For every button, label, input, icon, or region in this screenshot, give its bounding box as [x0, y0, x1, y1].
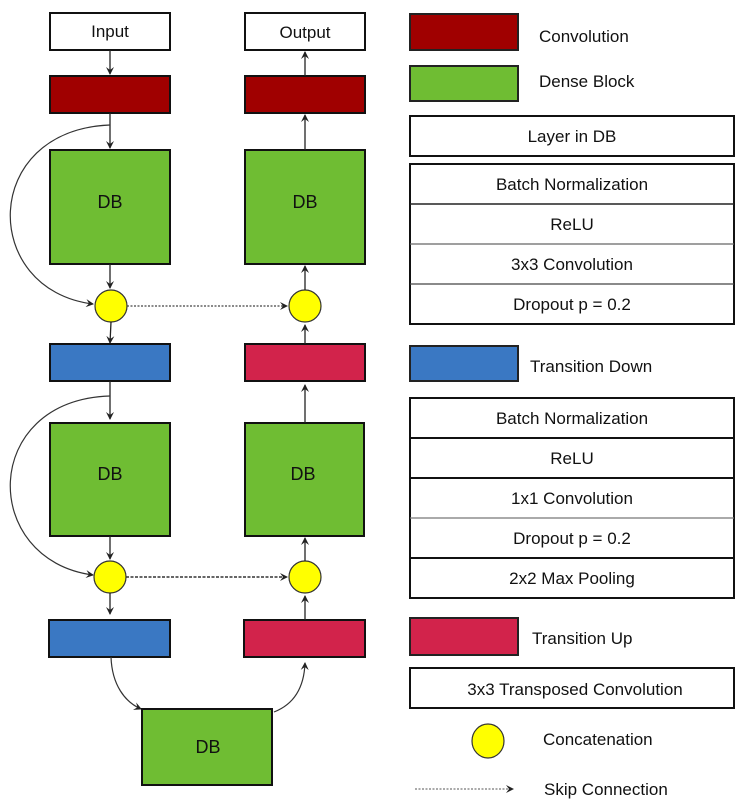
legend-concatenation-icon	[471, 723, 505, 759]
svg-text:DB: DB	[195, 737, 220, 757]
legend-layer-in-db-title-box	[409, 115, 735, 157]
arrow	[106, 321, 115, 344]
transition-down-row: 1x1 Convolution	[511, 489, 633, 508]
layer-row: ReLU	[550, 215, 593, 234]
legend-label-transition-down: Transition Down	[530, 357, 652, 376]
dense-block-bottleneck: DB	[141, 708, 273, 786]
legend-label-transition-up: Transition Up	[532, 629, 632, 648]
svg-text:DB: DB	[97, 192, 122, 212]
legend-label-concatenation: Concatenation	[543, 730, 653, 749]
legend: Convolution Dense Block Layer in DB Batc…	[409, 13, 735, 799]
output-label: Output	[279, 23, 330, 42]
legend-swatch-transition-up	[409, 617, 519, 656]
legend-swatch-transition-down	[409, 345, 519, 382]
legend-layer-in-db-title: Layer in DB	[528, 127, 617, 146]
convolution-block-in	[49, 75, 171, 114]
dense-block-up-1: DB	[244, 149, 366, 265]
svg-text:DB: DB	[97, 464, 122, 484]
curved-connection	[9, 124, 111, 308]
transition-down-block-1	[49, 343, 171, 382]
layer-row: Dropout p = 0.2	[513, 295, 631, 314]
legend-transition-down-table: Batch Normalization ReLU 1x1 Convolution…	[409, 397, 735, 599]
transition-down-row: ReLU	[550, 449, 593, 468]
input-label: Input	[91, 22, 129, 41]
output-node: Output	[244, 12, 366, 51]
concatenation-node	[93, 560, 127, 594]
legend-transition-up-table	[409, 667, 735, 709]
concatenation-node	[288, 560, 322, 594]
layer-row: 3x3 Convolution	[511, 255, 633, 274]
curved-connection	[273, 662, 309, 713]
dense-block-down-2: DB	[49, 422, 171, 537]
legend-label-skip-connection: Skip Connection	[544, 780, 668, 799]
transition-up-block-2	[244, 343, 366, 382]
curved-connection	[110, 656, 142, 710]
input-node: Input	[49, 12, 171, 51]
svg-text:DB: DB	[292, 192, 317, 212]
legend-swatch-dense-block	[409, 65, 519, 102]
legend-label-dense-block: Dense Block	[539, 72, 635, 91]
legend-layer-in-db-table: Batch Normalization ReLU 3x3 Convolution…	[409, 163, 735, 325]
transition-down-block-2	[48, 619, 171, 658]
transition-up-block-1	[243, 619, 366, 658]
dense-block-down-1: DB	[49, 149, 171, 265]
transition-down-row: Batch Normalization	[496, 409, 648, 428]
transition-down-row: Dropout p = 0.2	[513, 529, 631, 548]
legend-label-convolution: Convolution	[539, 27, 629, 46]
concatenation-node	[288, 289, 322, 323]
svg-text:DB: DB	[290, 464, 315, 484]
layer-row: Batch Normalization	[496, 175, 648, 194]
transition-down-row: 2x2 Max Pooling	[509, 569, 635, 588]
convolution-block-out	[244, 75, 366, 114]
transition-up-row: 3x3 Transposed Convolution	[467, 680, 682, 699]
concatenation-node	[94, 289, 128, 323]
dense-block-up-2: DB	[244, 422, 365, 537]
curved-connection	[9, 395, 111, 579]
legend-swatch-convolution	[409, 13, 519, 51]
